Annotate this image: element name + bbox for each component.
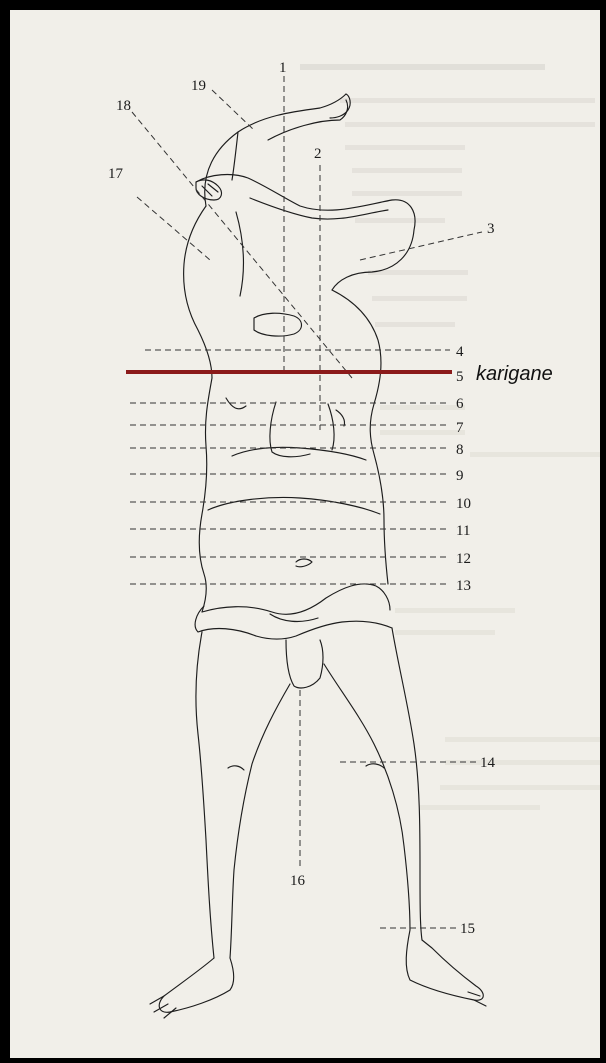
label-7: 7: [456, 420, 464, 436]
label-10: 10: [456, 496, 471, 512]
label-4: 4: [456, 344, 464, 360]
label-13: 13: [456, 578, 471, 594]
reference-lines: [130, 76, 482, 928]
bleed-through-text: [300, 64, 600, 810]
label-14: 14: [480, 755, 496, 771]
line-19: [212, 90, 254, 130]
label-5: 5: [456, 369, 464, 385]
label-2: 2: [314, 146, 322, 162]
label-8: 8: [456, 442, 464, 458]
karigane-label: karigane: [476, 363, 553, 385]
label-11: 11: [456, 523, 470, 539]
label-6: 6: [456, 396, 464, 412]
figure-outline: [150, 94, 486, 1018]
label-12: 12: [456, 551, 471, 567]
line-17: [137, 197, 210, 260]
label-18: 18: [116, 98, 131, 114]
label-3: 3: [487, 221, 495, 237]
label-17: 17: [108, 166, 124, 182]
label-15: 15: [460, 921, 475, 937]
label-9: 9: [456, 468, 464, 484]
label-19: 19: [191, 78, 206, 94]
label-16: 16: [290, 873, 306, 889]
line-3: [360, 232, 482, 260]
label-1: 1: [279, 60, 287, 76]
